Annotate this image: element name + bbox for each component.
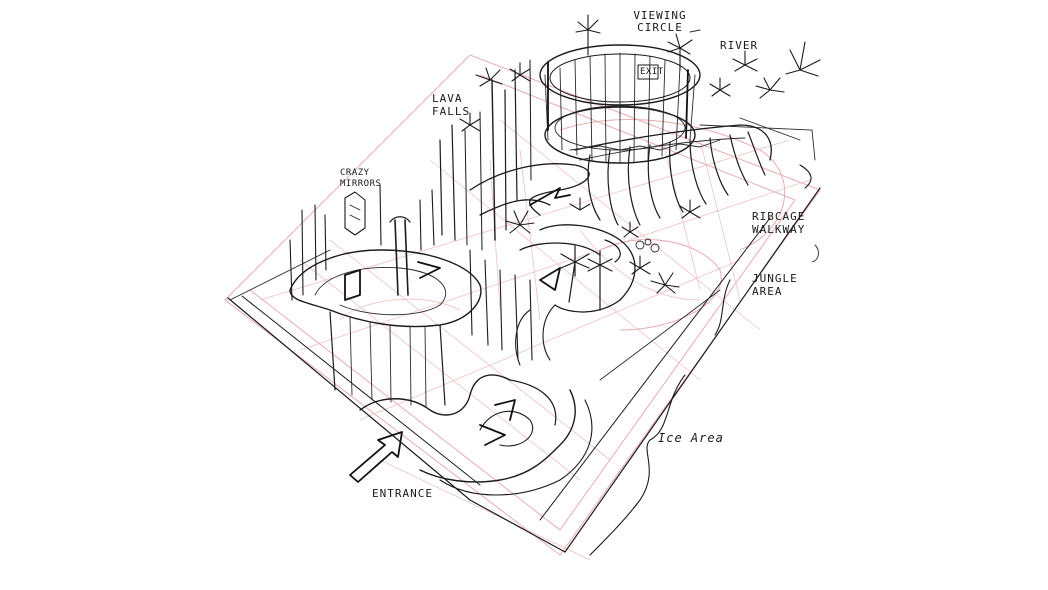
path-arrow-icons [529,187,621,291]
callout-lines [589,29,819,556]
palm-tree-icons [459,14,821,311]
label-exit: EXIT [640,67,664,77]
label-lava-falls: LAVA FALLS [432,92,471,118]
construction-lines [224,54,821,561]
label-river: RIVER [720,39,759,52]
entrance-path [359,374,593,496]
ribcage-walkway [569,124,772,226]
label-ice-area: Ice Area [658,431,724,445]
boulders [635,238,660,253]
label-crazy-mirrors: CRAZY MIRRORS [340,168,382,189]
label-entrance: ENTRANCE [372,487,433,500]
lava-falls [439,59,532,251]
label-ribcage-walkway: RIBCAGE WALKWAY [752,210,806,236]
viewing-circle [539,44,701,164]
tall-poles [289,184,533,361]
base-platform [227,117,821,553]
entrance-arrow-icon [349,431,403,483]
label-jungle-area: JUNGLE AREA [752,272,798,298]
label-viewing-circle: VIEWING CIRCLE [633,9,687,34]
crazy-mirrors-platform [289,191,482,407]
